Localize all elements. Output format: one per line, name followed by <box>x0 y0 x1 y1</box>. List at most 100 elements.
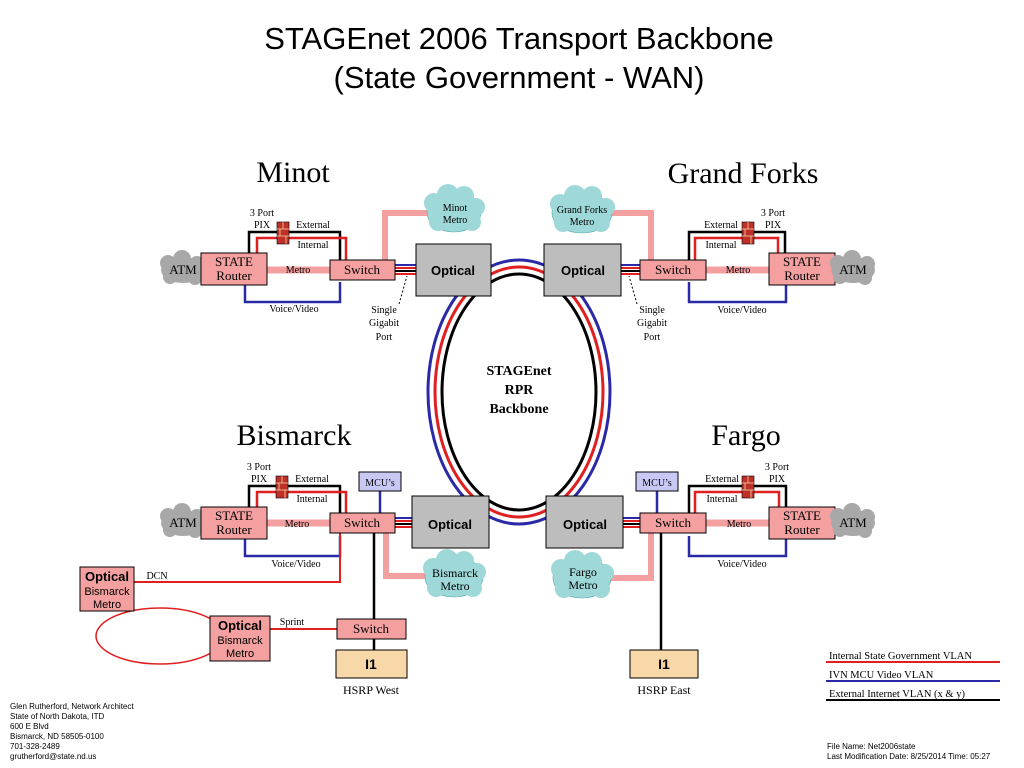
footer-author: Glen Rutherford, Network Architect <box>10 702 134 711</box>
minot-voice-video-label: Voice/Video <box>269 304 318 315</box>
minot-pix-firewall-icon <box>276 221 290 245</box>
site-bismarck <box>95 484 426 665</box>
bismarck-switch[interactable] <box>329 512 396 534</box>
minot-metro-cloud-l1: Minot <box>443 203 468 214</box>
grand-forks-metro-cloud-l2: Metro <box>570 217 594 228</box>
fargo-mcu-label: MCU’s <box>642 478 672 489</box>
bismarck-hsrp-switch[interactable] <box>336 618 407 640</box>
bismarck-atm-label: ATM <box>169 515 197 530</box>
sprint-label: Sprint <box>280 617 305 628</box>
site-grand-forks <box>608 210 840 305</box>
grand-forks-router-state: STATE <box>783 254 821 269</box>
bismarck-optical-label: Optical <box>428 517 472 532</box>
minot-internal-label: Internal <box>297 240 328 251</box>
grand-forks-metro-link-label: Metro <box>726 265 750 276</box>
grand-forks-switch-label: Switch <box>655 262 692 277</box>
fargo-internal-label: Internal <box>706 494 737 505</box>
grand-forks-metro-cloud-l1: Grand Forks <box>557 205 607 216</box>
footer-address: 600 E Blvd <box>10 722 49 731</box>
sprint-optical-label: Optical <box>218 618 262 633</box>
grand-forks-switch[interactable] <box>639 259 707 281</box>
bismarck-metro-cloud-l1: Bismarck <box>432 566 478 580</box>
minot-metro-cloud-l2: Metro <box>443 215 467 226</box>
grand-forks-optical-label: Optical <box>561 263 605 278</box>
grand-forks-port-label: Port <box>644 332 661 343</box>
bismarck-atm-cloud <box>160 503 205 538</box>
site-fargo <box>610 484 840 650</box>
minot-pix-3port: 3 Port <box>250 208 274 219</box>
dcn-optical[interactable] <box>79 566 135 612</box>
footer-org: State of North Dakota, ITD <box>10 712 104 721</box>
fargo-external-label: External <box>705 474 739 485</box>
minot-metro-link-label: Metro <box>286 265 310 276</box>
bismarck-mcu-label: MCU’s <box>365 478 395 489</box>
fargo-router-router: Router <box>784 522 820 537</box>
city-bismarck: Bismarck <box>237 419 352 452</box>
minot-switch[interactable] <box>329 259 396 281</box>
title-line-2: (State Government - WAN) <box>334 60 705 95</box>
grand-forks-pix-label: PIX <box>765 220 782 231</box>
grand-forks-pix-firewall-icon <box>741 221 755 245</box>
i1-west-box[interactable] <box>335 649 408 679</box>
footer-phone: 701-328-2489 <box>10 742 60 751</box>
legend-ivn-label: IVN MCU Video VLAN <box>829 670 934 681</box>
legend <box>826 661 1000 701</box>
grand-forks-voice-video-label: Voice/Video <box>717 305 766 316</box>
city-minot: Minot <box>256 156 330 189</box>
dcn-label: DCN <box>146 571 167 582</box>
i1-west-label: I1 <box>365 656 377 672</box>
ring-label-3: Backbone <box>489 402 548 417</box>
grand-forks-internal-label: Internal <box>705 240 736 251</box>
minot-router-router: Router <box>216 268 252 283</box>
bismarck-hsrp-switch-label: Switch <box>353 621 390 636</box>
bismarck-router-router: Router <box>216 522 252 537</box>
minot-single-label: Single <box>371 305 397 316</box>
minot-state-router[interactable] <box>200 252 268 286</box>
minot-router-state: STATE <box>215 254 253 269</box>
minot-switch-label: Switch <box>344 262 381 277</box>
sprint-optical-bismarck: Bismarck <box>217 635 263 647</box>
bismarck-internal-label: Internal <box>296 494 327 505</box>
bismarck-metro-cloud-l2: Metro <box>440 579 469 593</box>
sprint-optical[interactable] <box>209 615 271 662</box>
bismarck-switch-label: Switch <box>344 515 381 530</box>
minot-pix-label: PIX <box>254 220 271 231</box>
bismarck-optical[interactable] <box>411 495 490 549</box>
grand-forks-metro-cloud <box>550 185 615 234</box>
dcn-optical-metro: Metro <box>93 599 121 611</box>
title-line-1: STAGEnet 2006 Transport Backbone <box>264 21 774 56</box>
grand-forks-atm-cloud <box>830 250 875 285</box>
grand-forks-single-label: Single <box>639 305 665 316</box>
i1-east-box[interactable] <box>629 649 699 679</box>
dcn-optical-label: Optical <box>85 569 129 584</box>
site-minot <box>196 210 428 305</box>
grand-forks-gigabit-label: Gigabit <box>637 318 667 329</box>
bismarck-pix-firewall-icon <box>275 475 289 499</box>
fargo-router-state: STATE <box>783 508 821 523</box>
fargo-mcu[interactable] <box>635 471 679 492</box>
grand-forks-state-router[interactable] <box>768 252 836 286</box>
legend-internal-label: Internal State Government VLAN <box>829 651 972 662</box>
i1-east-label: I1 <box>658 656 670 672</box>
fargo-switch[interactable] <box>639 512 707 534</box>
bismarck-metro-cloud <box>423 549 486 598</box>
fargo-state-router[interactable] <box>768 506 836 540</box>
city-grand-forks: Grand Forks <box>668 157 819 190</box>
minot-optical[interactable] <box>415 243 492 297</box>
minot-optical-label: Optical <box>431 263 475 278</box>
minot-metro-cloud <box>424 184 485 233</box>
bismarck-pix-3port: 3 Port <box>247 462 271 473</box>
rpr-ring <box>426 258 612 526</box>
grand-forks-optical[interactable] <box>543 243 622 297</box>
fargo-optical[interactable] <box>545 495 624 549</box>
bismarck-state-router[interactable] <box>200 506 268 540</box>
fargo-voice-video-label: Voice/Video <box>717 559 766 570</box>
bismarck-voice-video-label: Voice/Video <box>271 559 320 570</box>
grand-forks-pix-3port: 3 Port <box>761 208 785 219</box>
fargo-pix-label: PIX <box>769 474 786 485</box>
fargo-metro-cloud-l1: Fargo <box>569 565 597 579</box>
fargo-pix-3port: 3 Port <box>765 462 789 473</box>
dcn-optical-bismarck: Bismarck <box>84 586 130 598</box>
bismarck-mcu[interactable] <box>358 471 402 492</box>
legend-external-label: External Internet VLAN (x & y) <box>829 689 965 700</box>
